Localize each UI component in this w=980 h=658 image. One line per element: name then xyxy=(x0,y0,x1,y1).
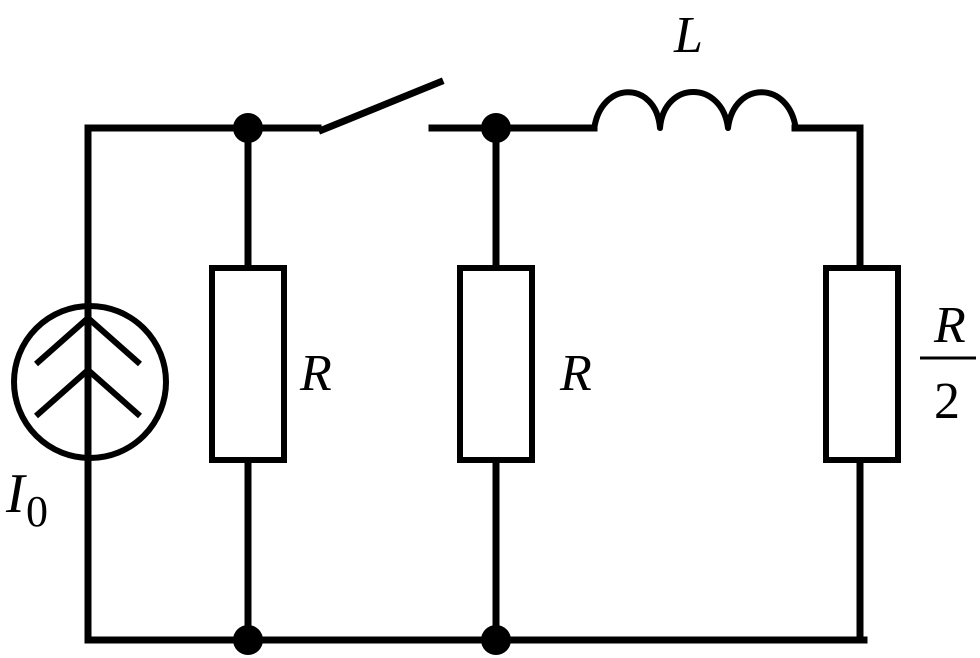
arrow-head-lower-icon xyxy=(34,367,142,419)
resistor-1-label: R xyxy=(299,345,332,402)
switch-blade xyxy=(317,77,445,135)
source-label-main: I xyxy=(5,463,27,525)
source-label-subscript: 0 xyxy=(26,487,48,536)
source-label: I 0 xyxy=(5,463,48,536)
junction-dot xyxy=(481,625,511,655)
resistor-3-denominator: 2 xyxy=(934,373,960,430)
resistor-2 xyxy=(457,265,535,463)
current-source xyxy=(11,302,169,462)
junction-dot xyxy=(481,113,511,143)
resistor-3-numerator: R xyxy=(933,297,966,354)
resistor-3-label: R 2 xyxy=(920,297,976,430)
arrow-head-upper-icon xyxy=(34,315,142,367)
junction-dot xyxy=(233,113,263,143)
resistor-3 xyxy=(823,265,901,463)
resistor-1 xyxy=(209,265,287,463)
resistor-2-label: R xyxy=(559,345,592,402)
junction-dot xyxy=(233,625,263,655)
inductor-label: L xyxy=(673,7,703,64)
inductor-coil xyxy=(591,89,799,131)
junction-dots xyxy=(233,113,511,655)
